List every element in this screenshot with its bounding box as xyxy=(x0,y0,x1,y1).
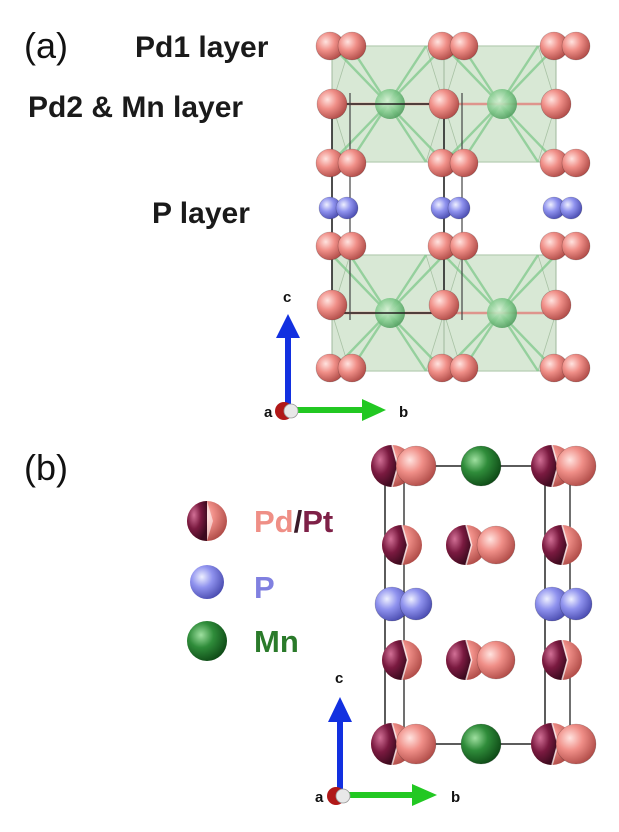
axis-c-arrowhead xyxy=(276,314,300,338)
pd-atom xyxy=(561,31,591,61)
p-atom xyxy=(399,587,433,621)
p-atom xyxy=(559,196,583,220)
axis-a-label: a xyxy=(264,404,273,421)
pd-atom xyxy=(561,231,591,261)
pd-pt-atom xyxy=(382,524,422,566)
pd-atom xyxy=(337,31,367,61)
pd-atom xyxy=(540,88,572,120)
layer-label-p: P layer xyxy=(152,197,250,230)
pd-pt-atom xyxy=(446,524,486,566)
axis-b-arrowhead-b xyxy=(412,784,437,806)
axis-a-origin-highlight-b xyxy=(335,788,351,804)
pd-atom xyxy=(561,353,591,383)
legend-swatch-pd-pt xyxy=(187,501,227,541)
layer-label-pd1: Pd1 layer xyxy=(135,31,269,64)
pd-pt-atom xyxy=(542,524,582,566)
pd-atom xyxy=(395,445,437,487)
p-atom xyxy=(447,196,471,220)
octahedron xyxy=(443,254,557,372)
pd-atom xyxy=(449,353,479,383)
pd-atom xyxy=(476,640,516,680)
layer-label-pd2-mn: Pd2 & Mn layer xyxy=(28,91,243,124)
legend: Pd/Pt P Mn xyxy=(187,501,333,661)
p-atom xyxy=(559,587,593,621)
mn-atom xyxy=(487,298,517,328)
panel-b-label: (b) xyxy=(24,447,68,488)
p-atom xyxy=(335,196,359,220)
pd-atom xyxy=(555,723,597,765)
legend-label-p: P xyxy=(254,570,275,605)
pd-atom xyxy=(428,289,460,321)
pd-atom xyxy=(428,88,460,120)
pd-atom xyxy=(337,231,367,261)
axis-a-origin-highlight xyxy=(283,403,299,419)
panel-a-structure xyxy=(315,31,591,383)
axis-c-label-b: c xyxy=(335,670,343,687)
pd-atom xyxy=(316,88,348,120)
panel-a-label: (a) xyxy=(24,25,68,66)
pd-atom xyxy=(449,31,479,61)
octahedron xyxy=(443,45,557,163)
pd-atom xyxy=(561,148,591,178)
legend-label-mn: Mn xyxy=(254,624,299,659)
axis-b-label-b: b xyxy=(451,789,460,806)
pd-atom xyxy=(395,723,437,765)
pd-pt-atom xyxy=(542,639,582,681)
panel-b-structure xyxy=(371,444,597,766)
pd-pt-atom xyxy=(382,639,422,681)
pd-atom xyxy=(540,289,572,321)
mn-atom xyxy=(460,723,502,765)
atoms-group xyxy=(315,31,591,383)
mn-atom xyxy=(487,89,517,119)
axes-indicator-b: c a b xyxy=(315,670,460,806)
pd-atom xyxy=(449,148,479,178)
axis-c-arrowhead-b xyxy=(328,697,352,722)
axes-indicator-a: c a b xyxy=(264,289,408,421)
axis-c-label: c xyxy=(283,289,291,306)
axis-b-arrowhead xyxy=(362,399,386,421)
pd-atom xyxy=(449,231,479,261)
axis-a-label-b: a xyxy=(315,789,324,806)
axis-b-label: b xyxy=(399,404,408,421)
legend-label-pd-pt: Pd/Pt xyxy=(254,504,333,539)
pd-atom xyxy=(337,148,367,178)
octahedra-group xyxy=(331,45,557,372)
pd-pt-atom xyxy=(446,639,486,681)
pd-atom xyxy=(555,445,597,487)
pd-atom xyxy=(337,353,367,383)
mn-atom xyxy=(460,445,502,487)
pd-atom xyxy=(316,289,348,321)
atoms-group-b xyxy=(371,444,597,766)
pd-atom xyxy=(476,525,516,565)
legend-swatch-mn xyxy=(187,621,227,661)
legend-swatch-p xyxy=(190,565,224,599)
